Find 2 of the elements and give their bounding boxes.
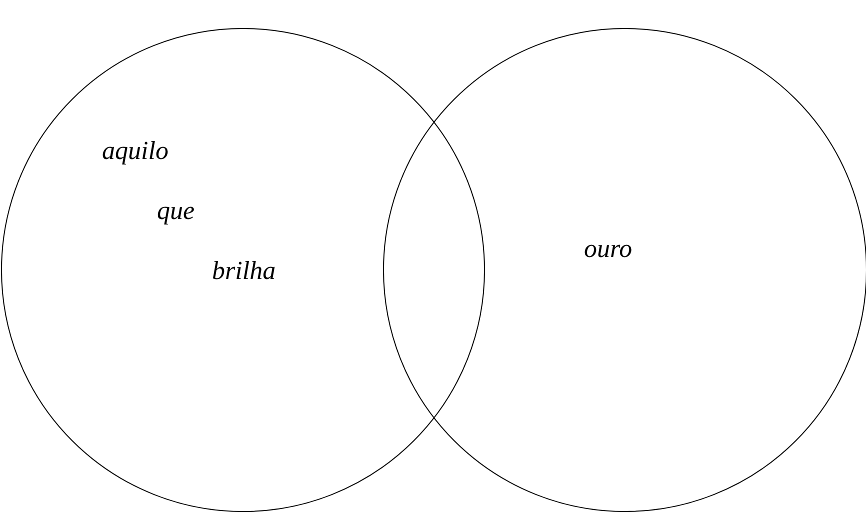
circle-label: aquilo que brilha (102, 135, 276, 287)
circle-label: ouro (584, 233, 632, 265)
